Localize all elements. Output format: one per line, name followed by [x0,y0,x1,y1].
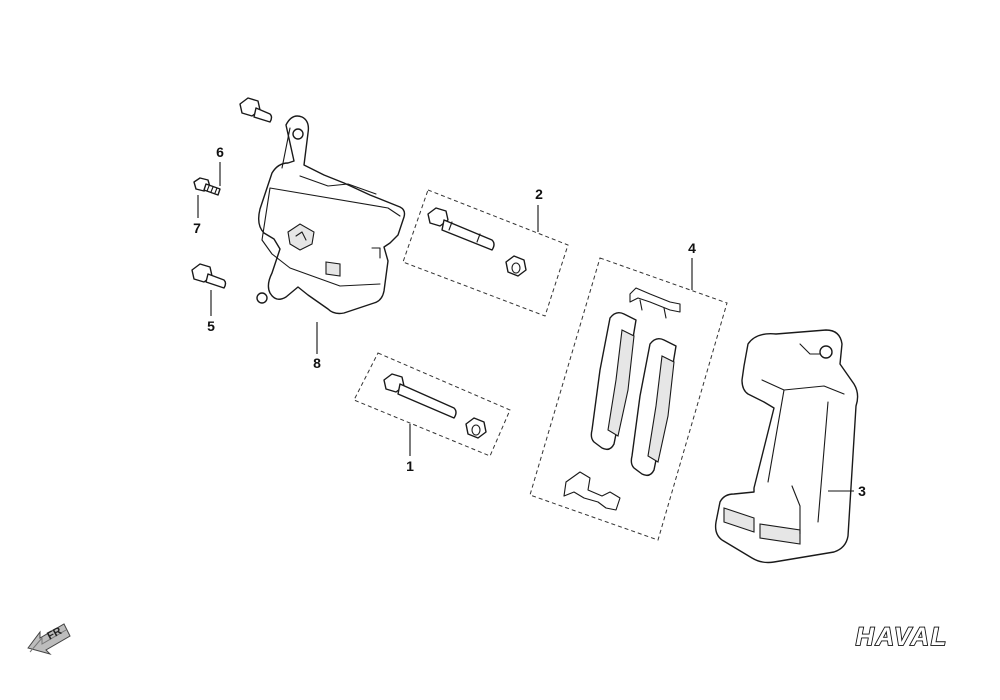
guide-pin-kit-2 [402,189,569,317]
callout-8: 8 [313,355,321,371]
bolt-5 [191,263,227,289]
callout-2: 2 [535,186,543,202]
haval-logo-text: HAVAL [856,623,948,651]
bleeder-screw [193,177,221,196]
callout-1: 1 [406,458,414,474]
callout-5: 5 [207,318,215,334]
callout-4: 4 [688,240,696,256]
brake-caliper-8 [256,115,406,315]
callout-7: 7 [193,220,201,236]
leader-lines [197,162,854,492]
front-direction-arrow-icon [27,623,71,655]
guide-pin-kit-1 [353,352,511,457]
haval-logo: HAVAL [855,622,948,652]
brake-pad-kit-4 [529,257,728,541]
callout-3: 3 [858,483,866,499]
caliper-bracket-3 [714,329,859,564]
callout-6: 6 [216,144,224,160]
caliper-mount-bolt-upper [239,97,273,123]
